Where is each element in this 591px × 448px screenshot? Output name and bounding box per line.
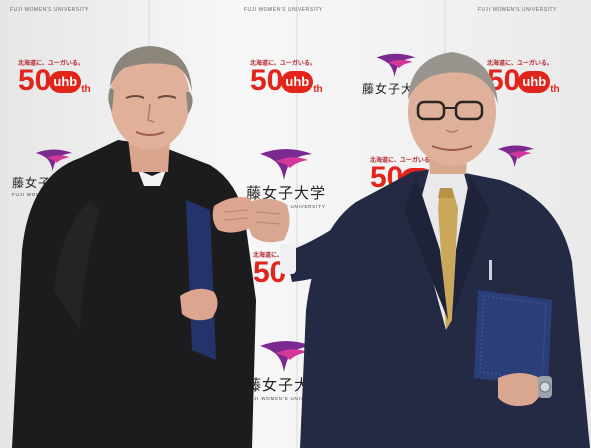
backdrop-fold bbox=[296, 0, 298, 448]
uhb-fifty: 50 bbox=[18, 64, 52, 97]
top-strip-university: FUJI WOMEN'S UNIVERSITY bbox=[10, 7, 89, 13]
fuji-flower-mark-icon bbox=[35, 149, 73, 172]
fuji-flower-mark-icon bbox=[260, 341, 312, 372]
fuji-flower-mark-icon bbox=[376, 53, 416, 77]
uhb-tagline: 北海道に、ユーガいる。 bbox=[18, 61, 84, 67]
uhb-th: th bbox=[313, 84, 323, 95]
top-strip-university: FUJI WOMEN'S UNIVERSITY bbox=[478, 7, 557, 13]
uhb-th: th bbox=[550, 84, 560, 95]
fuji-university-name-en: FUJI WOMEN'S UNIVERSITY bbox=[246, 396, 326, 401]
uhb-tagline: 北海道に、ユーガいる。 bbox=[250, 61, 316, 67]
uhb-name: uhb bbox=[49, 71, 82, 93]
uhb-name: uhb bbox=[518, 71, 551, 93]
top-strip-university: FUJI WOMEN'S UNIVERSITY bbox=[244, 7, 323, 13]
fuji-flower-mark-icon bbox=[260, 149, 312, 180]
uhb-tagline: 北海道に、ユーガいる。 bbox=[487, 61, 553, 67]
left-person bbox=[12, 46, 256, 448]
uhb-tagline: 北海道に、ユーガいる。 bbox=[370, 158, 436, 164]
right-person bbox=[247, 52, 590, 448]
fuji-university-logo bbox=[488, 142, 544, 170]
fuji-flower-mark-icon bbox=[497, 145, 535, 168]
fuji-university-name-ja: 藤女子大学 bbox=[246, 184, 327, 202]
uhb-name: uhb bbox=[281, 71, 314, 93]
uhb-th: th bbox=[81, 84, 91, 95]
uhb-fifty: 50 bbox=[250, 64, 284, 97]
